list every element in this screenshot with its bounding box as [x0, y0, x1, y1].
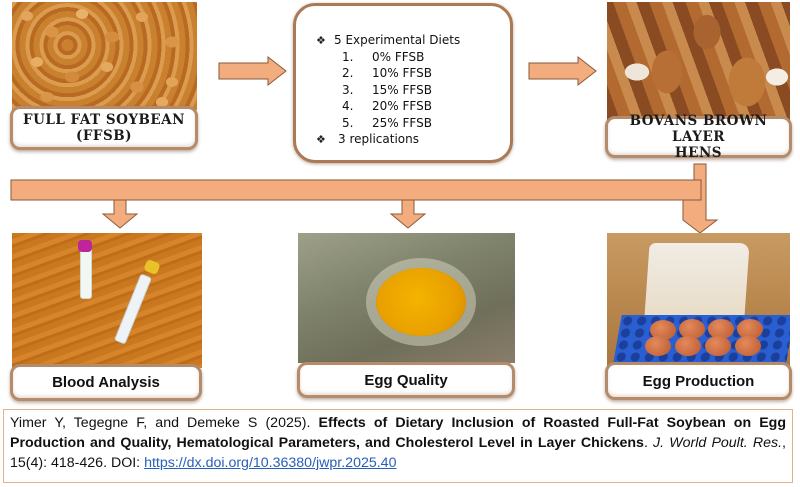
egg-quality-label: Egg Quality: [297, 362, 515, 398]
citation-authors: Yimer Y, Tegegne F, and Demeke S (2025).: [10, 415, 311, 431]
hens-label-line2: HENS: [674, 145, 723, 161]
citation-title: Effects of Dietary Inclusion of Roasted …: [10, 415, 786, 451]
diamond-bullet-icon: ❖: [316, 34, 326, 47]
soybean-photo: [12, 2, 197, 110]
yolk: [376, 268, 466, 336]
egg-yolk-photo: [298, 233, 515, 363]
purple-cap: [78, 240, 92, 252]
diet-item: 2.10% FFSB: [342, 66, 432, 80]
diet-item: 5.25% FFSB: [342, 115, 432, 130]
replications-item: ❖3 replications: [316, 131, 510, 148]
doi-link[interactable]: https://dx.doi.org/10.36380/jwpr.2025.40: [144, 455, 397, 471]
citation-volume: , 15(4): 418-426. DOI:: [10, 435, 786, 471]
yellow-cap: [143, 258, 161, 276]
diet-item: 4.20% FFSB: [342, 99, 432, 113]
soybean-label: FULL FAT SOYBEAN (FFSB): [10, 106, 198, 150]
blood-analysis-label: Blood Analysis: [10, 364, 202, 401]
blood-tubes-photo: [12, 233, 202, 368]
egg-production-label: Egg Production: [605, 362, 792, 400]
right-arrow-icon: [218, 56, 287, 86]
hens-photo: [607, 2, 790, 120]
feed-bag: [644, 243, 750, 318]
soybean-label-line2: (FFSB): [75, 128, 133, 144]
egg-production-photo: [607, 233, 790, 368]
soybean-label-line1: FULL FAT SOYBEAN: [23, 112, 185, 128]
experimental-diets-box: ❖5 Experimental Diets 1.0% FFSB 2.10% FF…: [293, 3, 513, 163]
diet-item: 1.0% FFSB: [342, 49, 425, 64]
hens-label: BOVANS BROWN LAYER HENS: [605, 113, 792, 161]
diet-item: 3.15% FFSB: [342, 82, 432, 97]
diamond-bullet-icon: ❖: [316, 133, 326, 146]
citation-box: Yimer Y, Tegegne F, and Demeke S (2025).…: [3, 409, 793, 483]
distribution-arrow: [10, 163, 719, 234]
tube-purple: [80, 247, 92, 299]
tube-yellow: [113, 273, 153, 345]
diets-heading: ❖5 Experimental Diets: [316, 32, 510, 49]
hens-label-line1: BOVANS BROWN LAYER: [629, 113, 768, 145]
citation-journal: J. World Poult. Res.: [653, 435, 783, 451]
right-arrow-icon: [528, 56, 597, 86]
